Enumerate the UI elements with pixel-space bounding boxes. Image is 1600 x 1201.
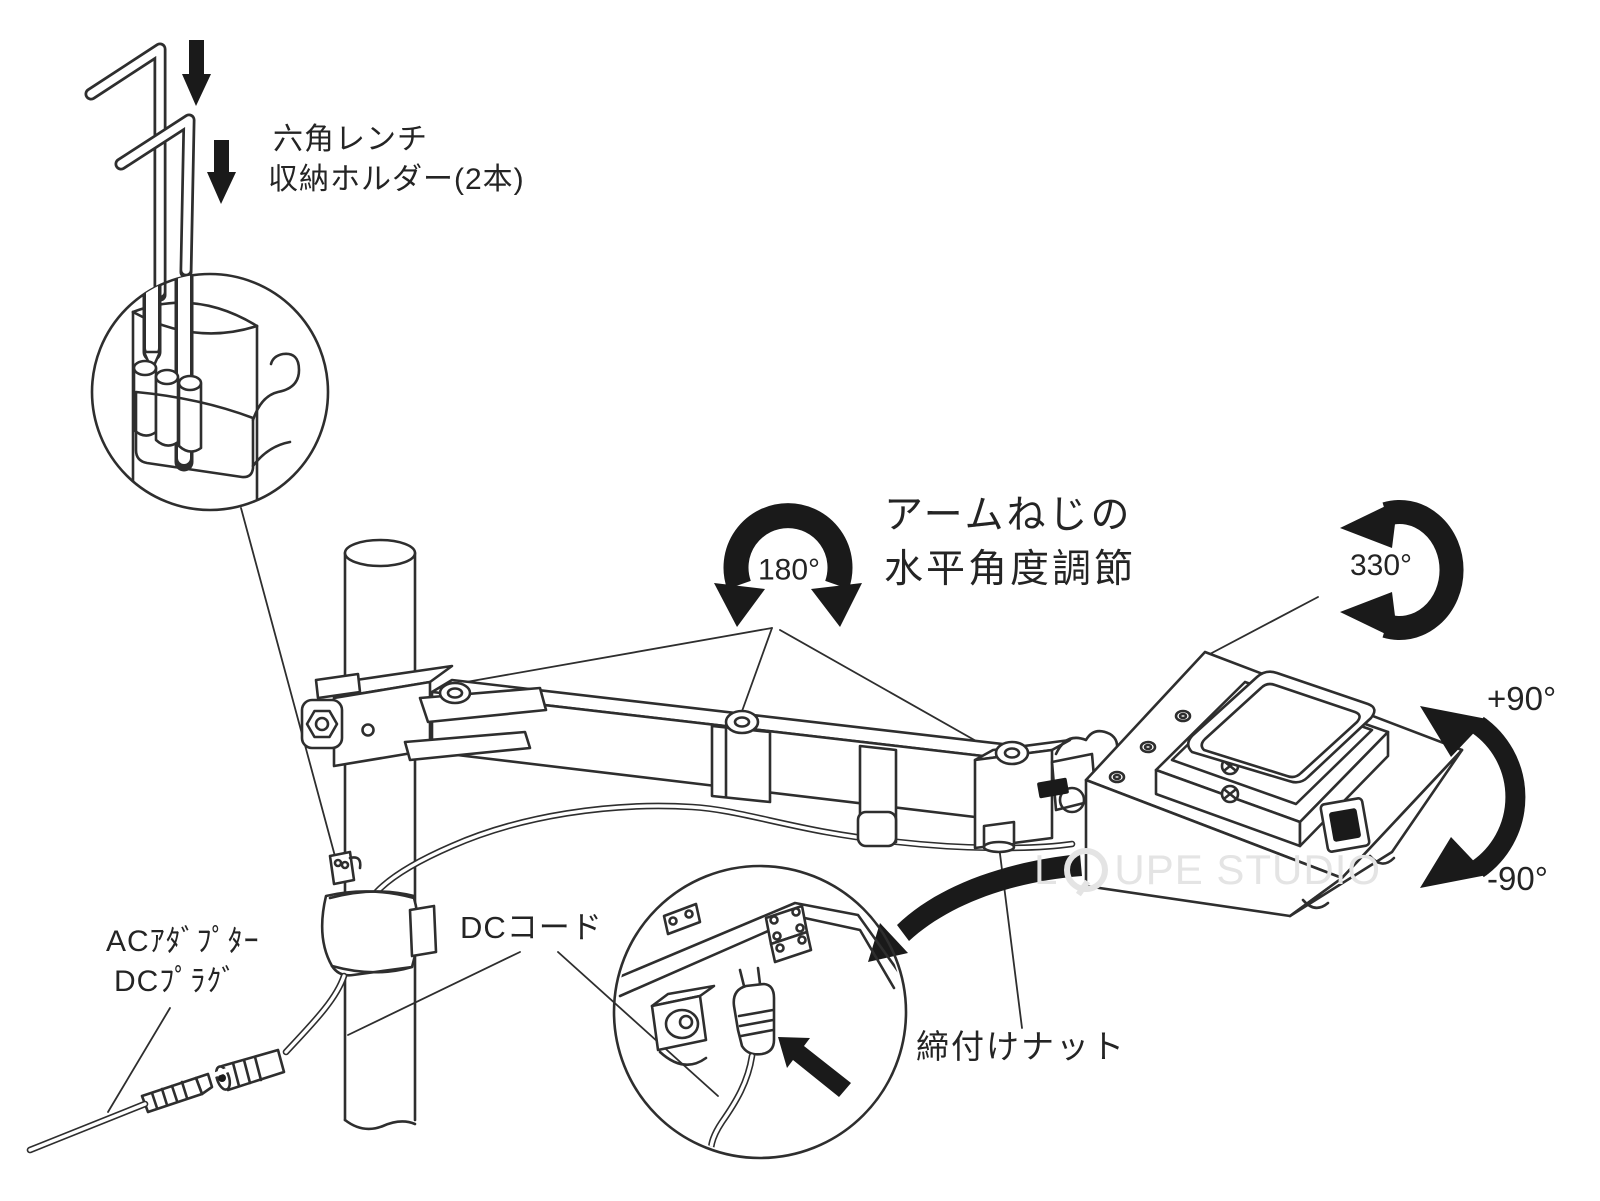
arm-middle-joint bbox=[710, 709, 772, 804]
rotation-330-icon bbox=[1340, 500, 1464, 640]
insert-arrow-icons bbox=[182, 40, 236, 204]
main-pole bbox=[343, 538, 417, 1131]
rotation-330-value: 330° bbox=[1350, 549, 1413, 582]
dc-cable-upper bbox=[346, 802, 1076, 960]
arm-screw-label-line1: アームねじの bbox=[884, 494, 1133, 537]
dc-cable-lower bbox=[282, 972, 348, 1056]
tightening-nut-label: 締付けナット bbox=[916, 1028, 1126, 1065]
watermark: L UPE STUDIO bbox=[1034, 846, 1381, 894]
hex-bolt-icon bbox=[305, 709, 339, 739]
ac-adapter-plug-male bbox=[26, 1066, 233, 1154]
tilt-up-value: +90° bbox=[1487, 680, 1557, 717]
light-head bbox=[1084, 650, 1464, 918]
dc-cord-label: DCコード bbox=[460, 910, 603, 945]
warning-label-icon bbox=[1037, 777, 1069, 799]
plug-pointer-arrow bbox=[778, 1037, 851, 1097]
detail-circle-wrench-holder bbox=[90, 272, 330, 512]
dc-elbow-plug bbox=[707, 966, 776, 1155]
ac-adapter-label-line1: ACｱﾀﾞﾌﾟﾀｰ bbox=[106, 925, 260, 958]
pole-clamp-strap bbox=[320, 890, 438, 977]
lens bbox=[1186, 670, 1376, 784]
arm-screw-middle bbox=[724, 709, 760, 735]
hex-wrench-label-line1: 六角レンチ bbox=[273, 123, 428, 156]
arm-cable-clip bbox=[856, 744, 898, 848]
brand-label bbox=[1319, 797, 1371, 853]
arm-screw-front bbox=[438, 681, 472, 705]
hex-wrench-label-line2: 収納ホルダー(2本) bbox=[268, 163, 525, 196]
rotation-180-value: 180° bbox=[757, 553, 821, 587]
hex-wrenches bbox=[84, 42, 196, 302]
jack-opening bbox=[650, 984, 716, 1066]
watermark-prefix: L bbox=[1034, 846, 1059, 893]
arm-end-joint bbox=[973, 738, 1072, 854]
loupe-icon bbox=[1064, 848, 1109, 892]
arm-screw-end bbox=[994, 740, 1030, 766]
tilt-90-arrow-icon bbox=[1420, 706, 1526, 888]
hinge-icon bbox=[764, 904, 813, 964]
rotation-180-icon bbox=[714, 503, 862, 627]
ac-adapter-label-line2: DCﾌﾟﾗｸﾞ bbox=[114, 965, 238, 998]
pole-clamp-bracket bbox=[300, 664, 548, 768]
tilt-down-value: -90° bbox=[1487, 860, 1548, 897]
detail-circle-dc-plug bbox=[612, 864, 908, 1160]
watermark-suffix: UPE STUDIO bbox=[1114, 846, 1382, 893]
wrench-holder-installed bbox=[328, 850, 362, 886]
arm-screw-label-line2: 水平角度調節 bbox=[884, 548, 1137, 591]
